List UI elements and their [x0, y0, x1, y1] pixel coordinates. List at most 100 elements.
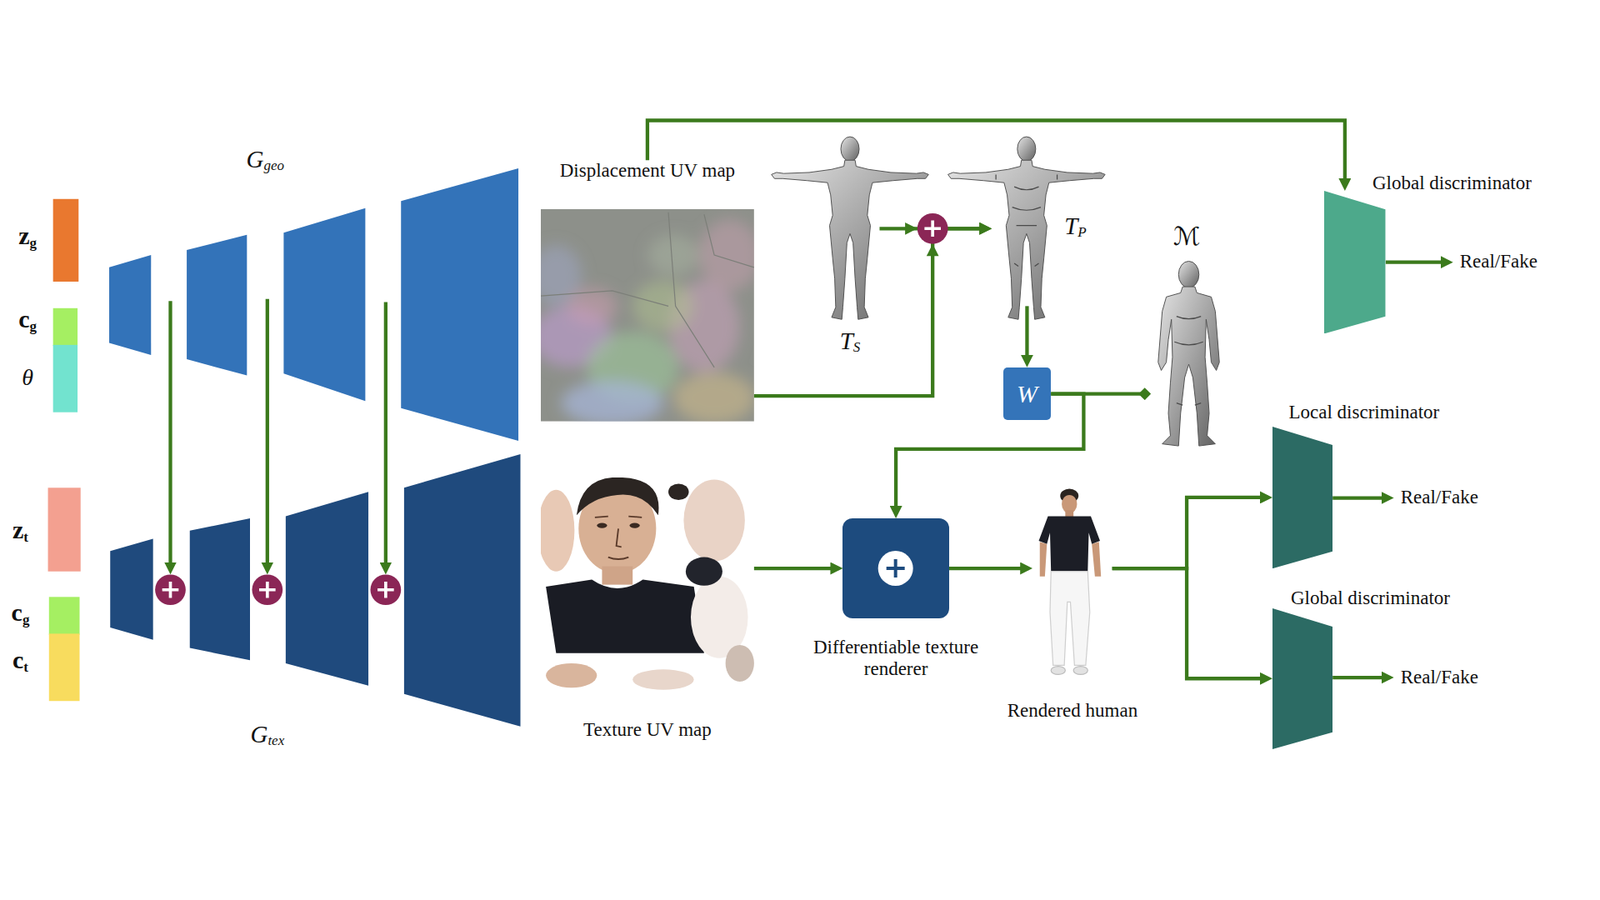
flow-arrow	[647, 120, 1345, 186]
add-symbol	[886, 559, 905, 578]
condition-symbol: cg	[18, 305, 37, 335]
latent-symbol: zg	[18, 222, 37, 252]
texture-map-image	[630, 523, 640, 529]
rendered-human-photo	[1050, 571, 1090, 666]
condition-bars	[53, 345, 78, 413]
rendered-human-photo	[1039, 489, 1102, 675]
weight-box-text: W	[1016, 379, 1038, 409]
output-label: Real/Fake	[1453, 250, 1541, 273]
mesh-figure: ℳ	[1150, 260, 1225, 446]
add-symbol	[917, 213, 949, 245]
texture-map-image	[685, 557, 723, 586]
discriminator-shape	[1272, 426, 1333, 569]
condition-bars	[53, 199, 80, 282]
texture-generator	[190, 518, 250, 660]
texture-map-image	[596, 523, 607, 529]
add-symbol	[162, 581, 395, 599]
mesh-figure: TP	[991, 135, 1061, 306]
condition-bars	[53, 308, 78, 346]
geometry-generator	[186, 235, 247, 376]
discriminator-shape	[1272, 426, 1333, 569]
photo-panel: Rendered human	[1032, 487, 1113, 682]
discriminator-shape	[1324, 190, 1385, 334]
posed-mesh	[995, 174, 1057, 266]
latent-symbol: zt	[12, 515, 29, 545]
flow-arrow	[1332, 495, 1390, 500]
renderer-box-text: Differentiable texture renderer	[806, 635, 986, 680]
condition-bars	[48, 487, 81, 571]
displacement-map-image	[648, 235, 700, 276]
skip-arrow	[384, 301, 388, 570]
condition-bars	[49, 596, 80, 635]
texture-map-image	[595, 516, 642, 560]
add-symbol	[842, 518, 949, 619]
arrowhead	[905, 222, 939, 256]
flow-arrow	[1332, 675, 1390, 680]
flow-arrow	[1385, 260, 1450, 265]
add-symbol	[917, 213, 949, 245]
mesh-figure-text: ℳ	[1173, 222, 1200, 252]
flow-arrow	[754, 566, 840, 570]
skip-arrow	[168, 300, 172, 570]
add-symbol	[155, 574, 401, 605]
texture-map-image	[601, 566, 633, 585]
texture-map-image	[545, 580, 705, 654]
discriminator-shape	[1272, 608, 1333, 750]
texture-map-image	[683, 480, 745, 562]
texture-map-image	[668, 483, 689, 500]
renderer-box: Differentiable texture renderer	[842, 518, 949, 619]
displacement-map-image	[560, 380, 663, 422]
texture-map-image	[576, 477, 660, 515]
photo-panel-text: Rendered human	[1007, 700, 1138, 722]
flow-arrow	[754, 228, 988, 396]
add-symbol	[878, 550, 914, 586]
flow-arrow	[895, 394, 1084, 515]
rendered-human-photo	[1050, 666, 1065, 675]
displacement-map-image	[699, 219, 755, 291]
texture-map-image	[725, 645, 755, 682]
skip-arrow	[170, 299, 385, 571]
uv-map-panel-text: Displacement UV map	[560, 160, 735, 182]
discriminator: Local discriminator	[1272, 426, 1333, 569]
texture-generator	[404, 454, 521, 727]
displacement-map-image	[673, 372, 755, 422]
deformed-mesh	[1174, 316, 1203, 406]
mesh-figure-text: TS	[840, 327, 861, 356]
texture-map-image	[540, 477, 755, 691]
rendered-human-photo	[1065, 510, 1074, 518]
condition-symbol: ct	[12, 646, 29, 676]
geometry-generator	[109, 255, 151, 355]
output-label: Real/Fake	[1394, 666, 1482, 689]
output-label-text: Real/Fake	[1460, 250, 1538, 273]
discriminator-shape	[1324, 190, 1385, 334]
deformed-mesh	[1158, 286, 1220, 446]
deformed-mesh	[1178, 260, 1199, 288]
discriminator-text: Global discriminator	[1372, 172, 1532, 195]
add-symbol	[924, 220, 941, 237]
deformed-mesh	[1158, 260, 1220, 446]
mesh-figure-text: TP	[1064, 212, 1087, 241]
texture-generator	[285, 491, 369, 686]
discriminator: Global discriminator	[1272, 608, 1333, 750]
uv-map-panel-text: Texture UV map	[583, 719, 712, 741]
displacement-map-image	[540, 209, 755, 422]
output-label-text: Real/Fake	[1400, 486, 1479, 509]
displacement-map-image	[540, 219, 755, 421]
arrowhead	[926, 244, 940, 257]
uv-map-panel: Displacement UV map	[540, 160, 755, 421]
output-label: Real/Fake	[1394, 486, 1482, 509]
texture-map-image	[540, 490, 575, 572]
condition-symbol: cg	[11, 598, 30, 628]
flow-arrow	[949, 566, 1029, 570]
flow-arrow	[1112, 497, 1269, 569]
discriminator-text: Global discriminator	[1290, 586, 1450, 609]
condition-bars	[48, 199, 81, 701]
rendered-human-photo	[1039, 516, 1100, 572]
discriminator-text: Local discriminator	[1289, 400, 1440, 423]
discriminator: Global discriminator	[1324, 190, 1385, 334]
